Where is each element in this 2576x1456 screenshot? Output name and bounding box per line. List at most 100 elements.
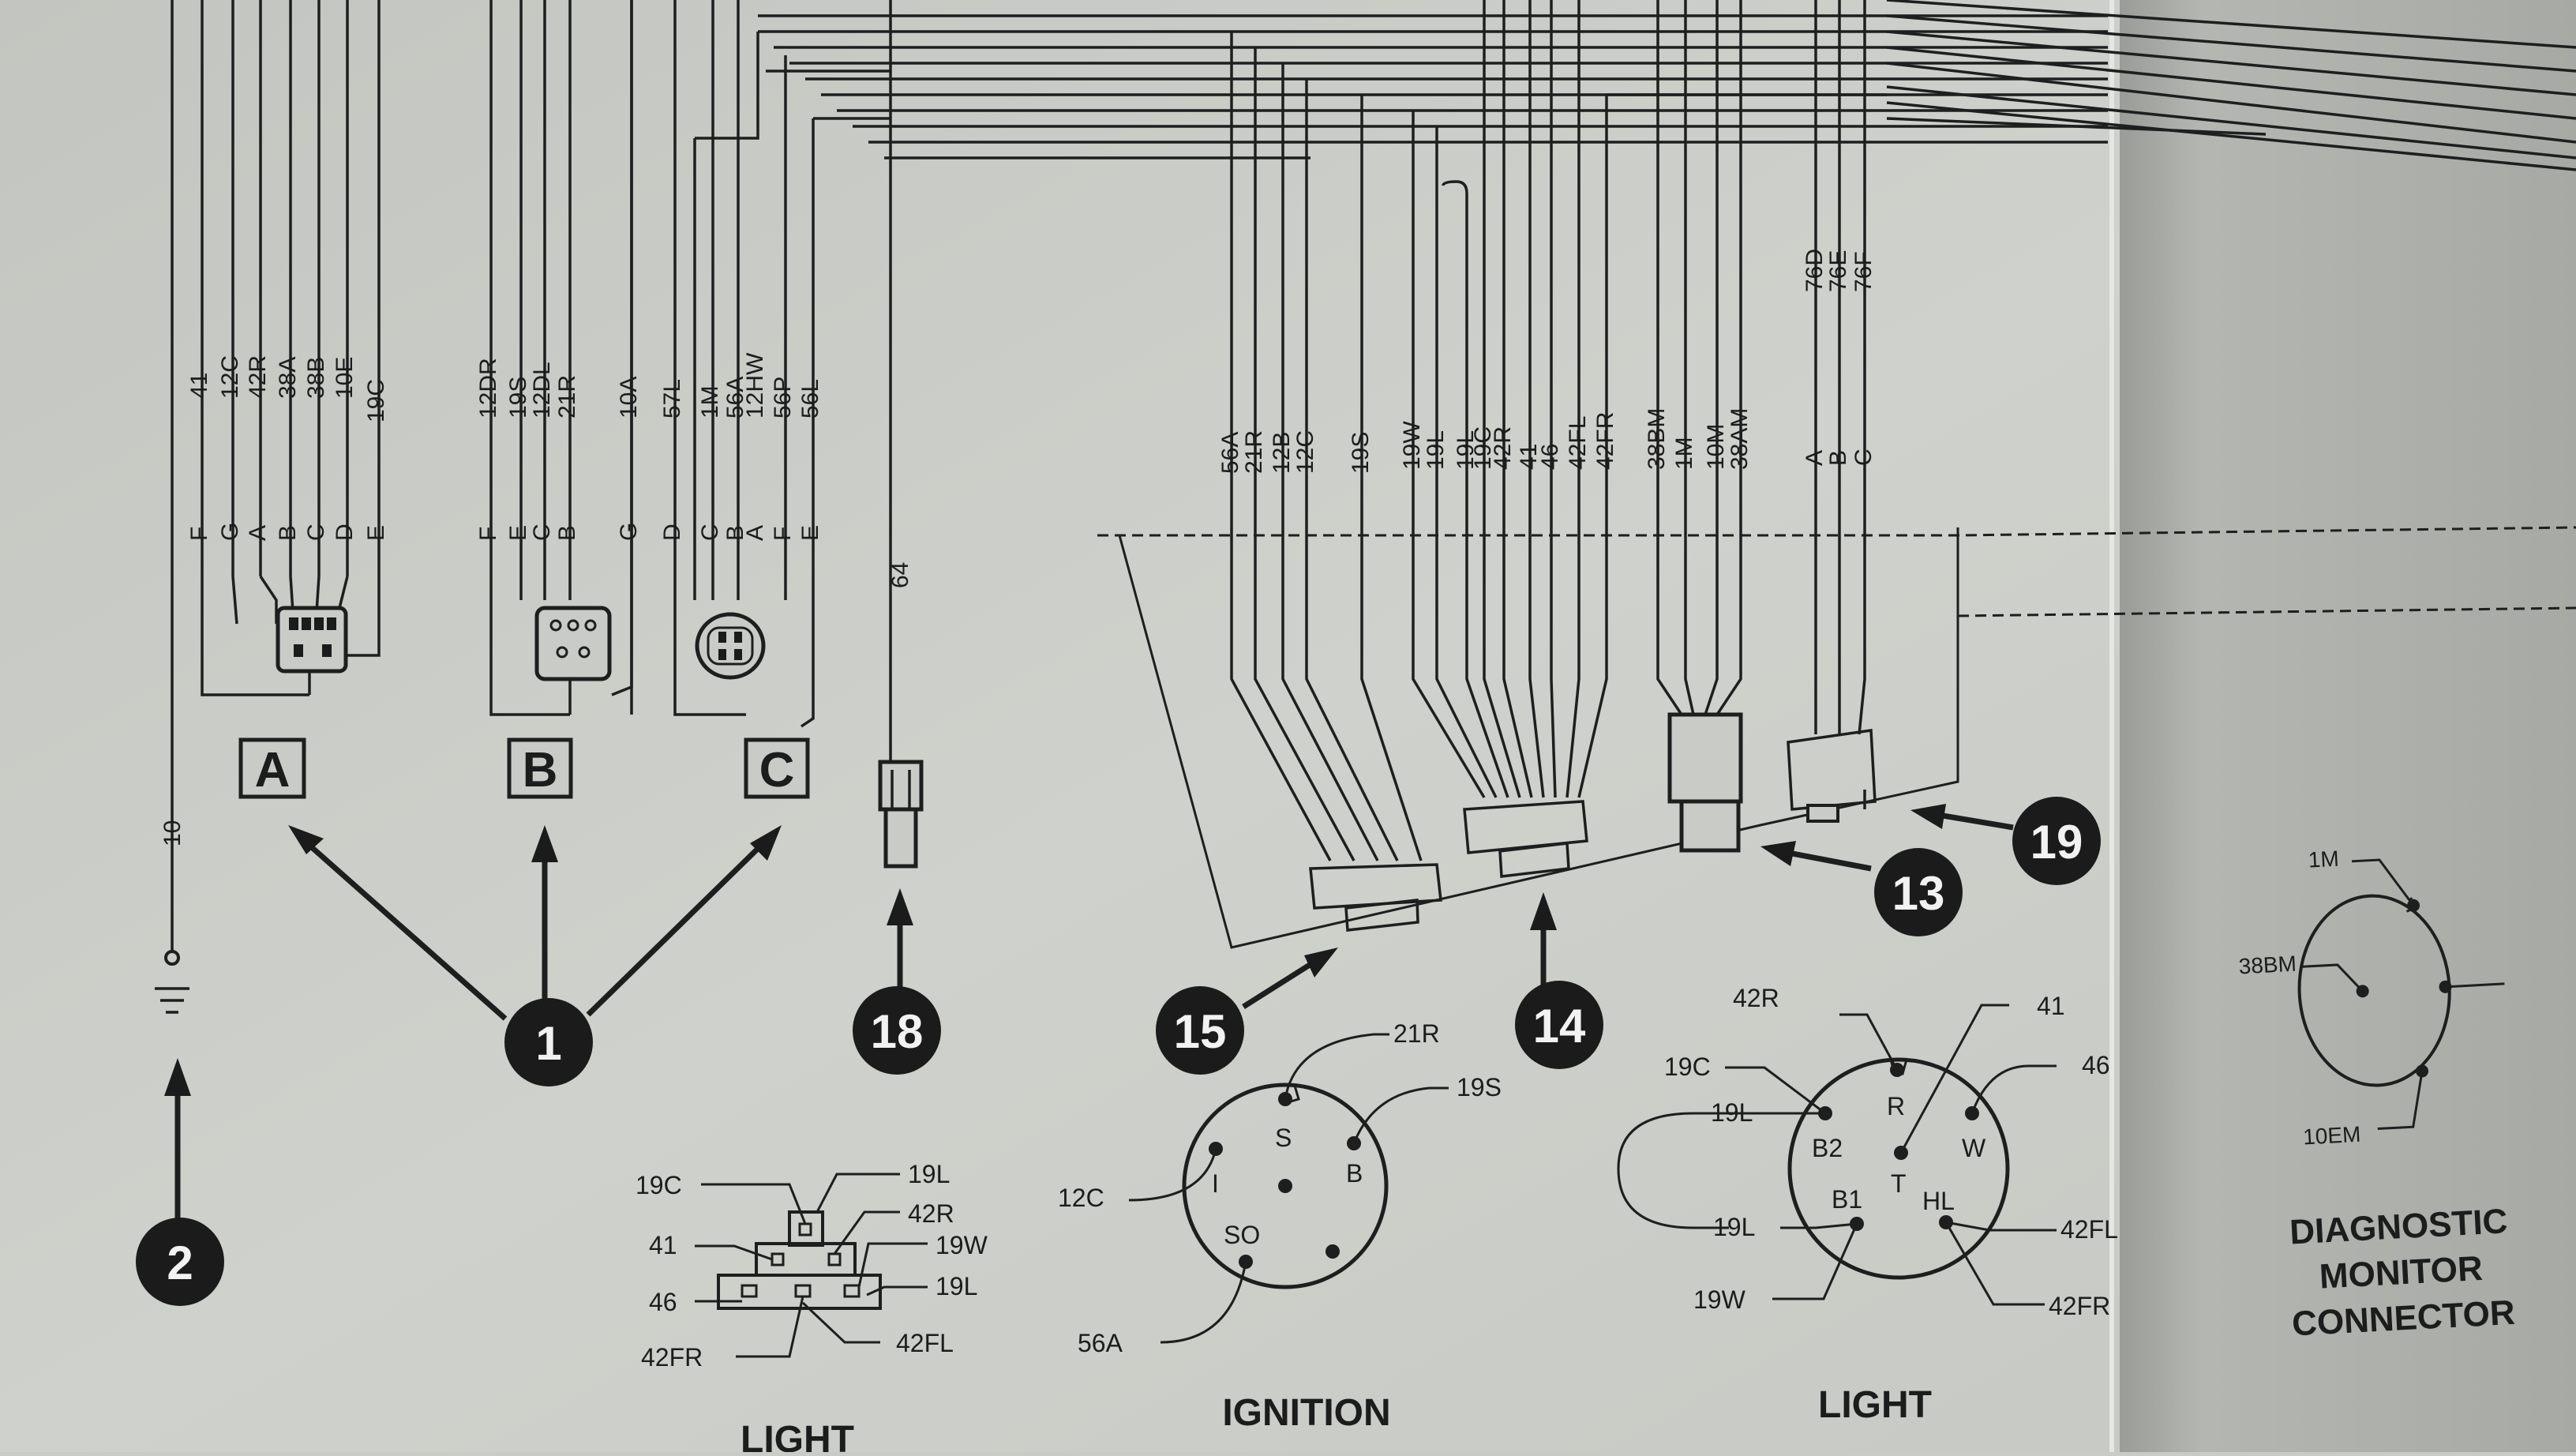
connector-b-body: [534, 606, 612, 681]
wire-label: 56P: [770, 377, 796, 418]
callout-number: 18: [871, 1005, 924, 1058]
top-wire-bus: [758, 0, 2576, 766]
connector-c-box: [744, 737, 810, 799]
callout-number: 1: [535, 1017, 561, 1070]
pin-letter: B1: [1832, 1185, 1862, 1214]
wire-label: 56L: [797, 379, 823, 418]
wire-label: 64: [887, 562, 913, 588]
wire-label: 38BM: [2238, 951, 2297, 979]
light-switch-left-detail: 19C 41 46 42FR 19L 42R 19W 19L 42FL LIGH…: [636, 1160, 988, 1456]
wire-label: 46: [649, 1288, 677, 1316]
wire-label: 12C: [1058, 1184, 1104, 1212]
connector-15-body: [1309, 863, 1442, 910]
wire-label: 41: [2037, 992, 2065, 1020]
wire-label: 42FL: [2060, 1215, 2118, 1244]
wire-label: 42FL: [896, 1329, 954, 1357]
wire-label: 10A: [616, 377, 642, 418]
light-switch-detail: R B2 T W B1 HL 42R 41 46 19C 19L 19L 42F…: [1617, 984, 2118, 1426]
pin-letter: D: [332, 523, 358, 541]
wire-label: 12DL: [529, 362, 555, 418]
harness-19-group: 76D 76E 76F A B C: [1787, 0, 1877, 823]
detail-title: LIGHT: [1818, 1384, 1932, 1426]
pin-letter: S: [1275, 1124, 1292, 1152]
wire-label: 41: [186, 373, 212, 399]
ground-symbol: 10: [155, 820, 189, 1014]
pin-letter: E: [505, 525, 531, 541]
pin-letter: A: [742, 525, 768, 541]
wire-label: 42FL: [1565, 416, 1591, 470]
plug-18-group: 64: [878, 562, 924, 869]
paper-fold-shadow: [2120, 0, 2576, 1452]
wire-label: 1M: [697, 385, 723, 418]
wire-label: 56A: [1217, 432, 1243, 474]
pin-letter: B: [1346, 1159, 1363, 1188]
wire-label: 19W: [936, 1231, 988, 1259]
callout-number: 15: [1174, 1005, 1227, 1058]
pin-letter: G: [616, 523, 642, 541]
ignition-switch-detail: S I B SO 21R 19S 12C 56A IGNITION: [1058, 1019, 1502, 1434]
wire-label: 42FR: [1592, 412, 1618, 470]
wire-label: 76D: [1802, 249, 1828, 292]
pin-letter: HL: [1922, 1187, 1955, 1215]
pin-letter: B2: [1812, 1134, 1843, 1162]
wire-label: 41: [649, 1231, 677, 1259]
pin-letter: C: [697, 523, 723, 541]
wire-label: 42FR: [641, 1343, 703, 1372]
wire-label: 19L: [1423, 430, 1449, 470]
wire-label: 12C: [217, 355, 243, 399]
callout-19: 19: [2012, 797, 2101, 885]
wire-label: 19C: [636, 1171, 682, 1199]
connector-19-body: [1787, 728, 1877, 811]
wire-label: 19S: [505, 377, 531, 418]
connector-a-box: [238, 737, 306, 799]
wire-label: 57L: [659, 379, 685, 418]
wire-label: 1M: [2308, 846, 2339, 872]
wire-label: 19S: [1348, 432, 1374, 474]
wire-label: 12B: [1269, 432, 1295, 474]
wire-label: 19S: [1457, 1073, 1502, 1101]
wire-label: 56A: [1078, 1329, 1123, 1357]
wire-label: 19C: [1470, 426, 1496, 470]
wire-label: 76F: [1850, 251, 1877, 292]
wire-label: 21R: [554, 375, 580, 418]
wire-label: 38AM: [1727, 408, 1753, 470]
wire-label: 12DR: [475, 358, 501, 418]
callout-18: 18: [853, 986, 941, 1075]
pin-letter: E: [797, 525, 823, 541]
connector-c-label: C: [759, 743, 795, 797]
pin-letter: T: [1891, 1169, 1907, 1198]
connector-13-body: [1667, 712, 1743, 804]
wire-label: 42FR: [2049, 1292, 2110, 1320]
wire-label: 56A: [722, 377, 748, 418]
wire-label: 42R: [1490, 426, 1516, 470]
pin-letter: F: [770, 527, 796, 541]
wire-label: 42R: [1733, 984, 1779, 1012]
connector-a-group: A 41 12C 42R 38A 38B 10E 19C F G A B C D…: [171, 0, 389, 916]
wire-label: 10E: [332, 357, 358, 399]
wire-label: 21R: [1393, 1019, 1440, 1048]
callout-number: 2: [167, 1236, 193, 1289]
pin-letter: SO: [1224, 1221, 1260, 1249]
wire-label: 38B: [303, 357, 329, 399]
detail-title: LIGHT: [741, 1419, 854, 1452]
pin-letter: A: [245, 525, 271, 541]
pin-letter: A: [1802, 450, 1828, 466]
diagnostic-connector-detail: 1M 38BM 10EM DIAGNOSTIC MONITOR CONNECTO…: [2238, 846, 2516, 1344]
pin-letter: R: [1887, 1092, 1905, 1120]
wire-label: 12C: [1292, 430, 1318, 474]
connector-a-label: A: [255, 743, 291, 797]
ground-wire-label: 10: [159, 820, 186, 846]
pin-letter: C: [1850, 448, 1877, 466]
pin-letter: B: [1825, 450, 1851, 466]
wire-label: 46: [1537, 444, 1563, 470]
wire-label: 42R: [245, 355, 271, 399]
wire-label: 1M: [1671, 437, 1697, 470]
callout-1: 1: [504, 998, 593, 1086]
pin-letter: F: [475, 527, 501, 541]
wire-label: 19L: [908, 1160, 950, 1188]
wire-label: 19L: [936, 1272, 977, 1300]
pin-letter: C: [529, 523, 555, 541]
detail-title: IGNITION: [1222, 1392, 1390, 1434]
wire-label: 19C: [1664, 1053, 1711, 1081]
detail-title-line: MONITOR: [2319, 1249, 2484, 1297]
